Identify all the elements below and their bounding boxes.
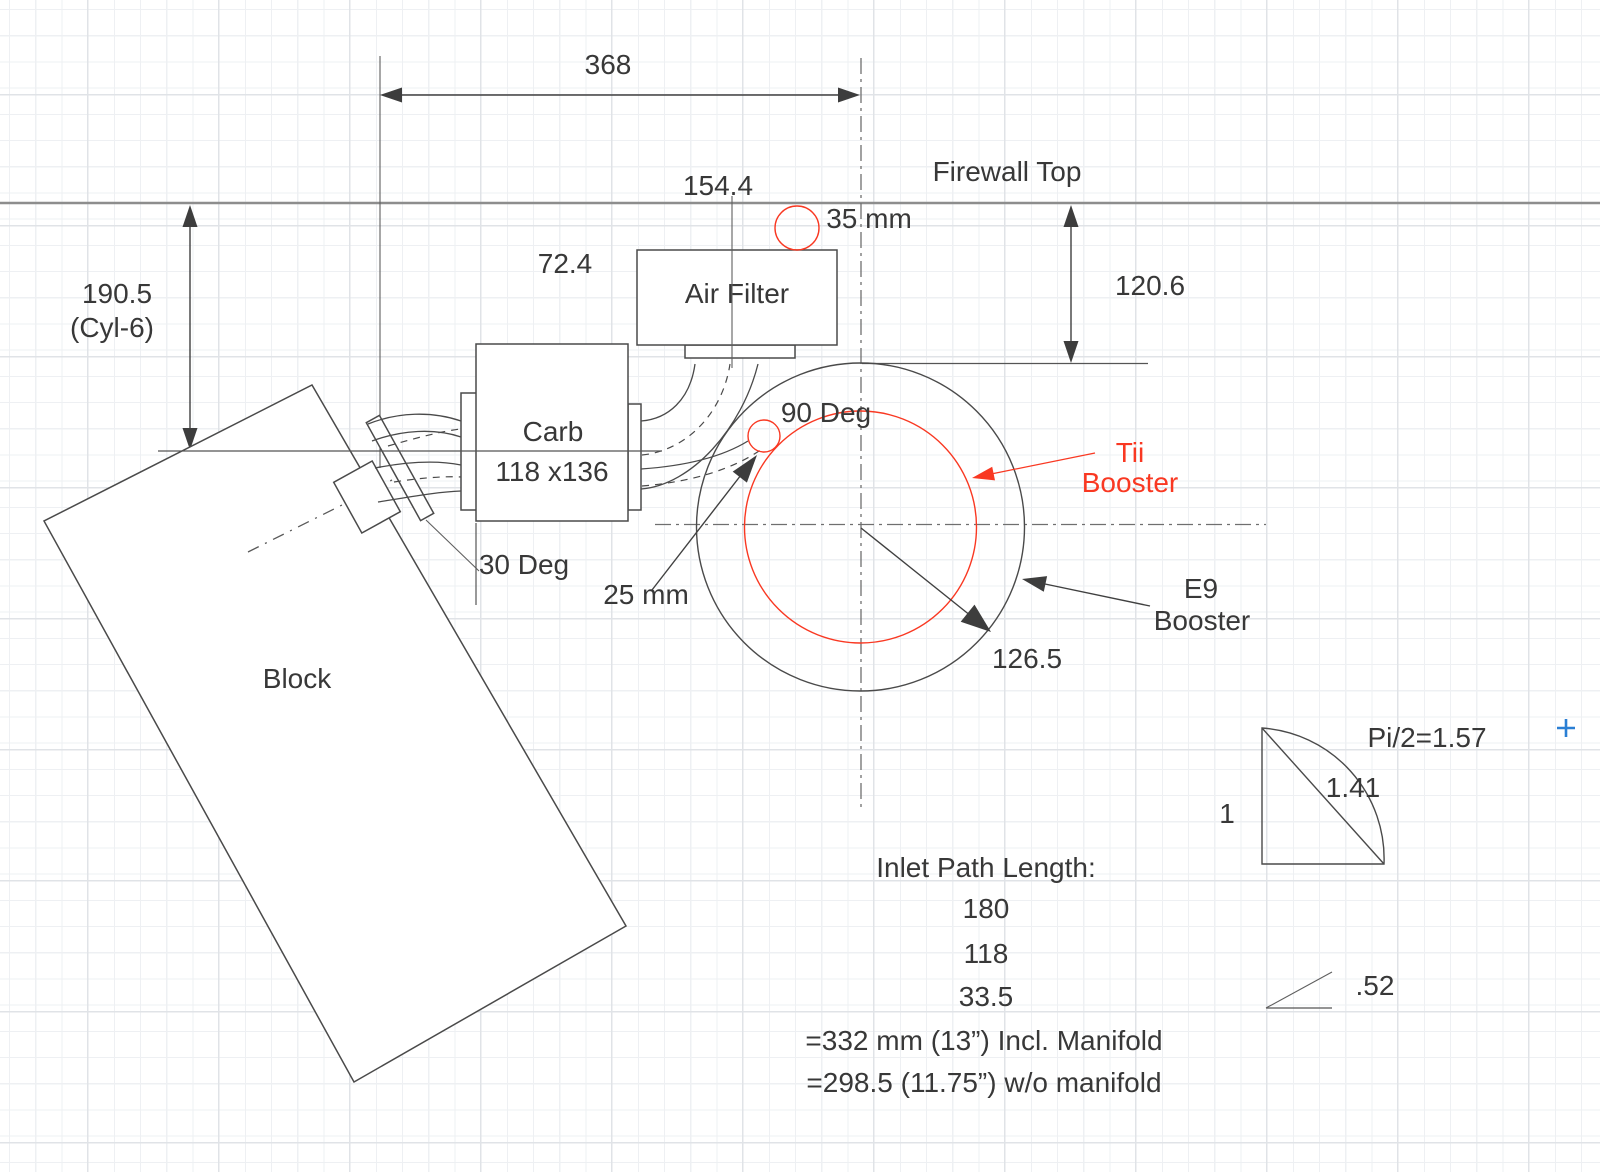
inlet-path-value-3[interactable]: 33.5 <box>959 981 1014 1012</box>
manifold-runners-left[interactable] <box>367 413 462 503</box>
block-outline[interactable] <box>42 384 628 1084</box>
dim-126-5-label[interactable]: 126.5 <box>992 643 1062 674</box>
pointer-25mm[interactable]: 25 mm <box>603 455 757 610</box>
inlet-path-notes[interactable]: Inlet Path Length: 180 118 33.5 =332 mm … <box>805 852 1162 1098</box>
arrowhead-down-icon <box>182 428 198 450</box>
runner-line <box>374 461 462 469</box>
carb-right-flange[interactable] <box>627 403 642 511</box>
dim-72-4-label[interactable]: 72.4 <box>538 248 593 279</box>
arrowhead-up-icon <box>1063 205 1079 227</box>
carburetor[interactable] <box>460 343 642 522</box>
radius-line <box>860 527 972 617</box>
angle-90-label[interactable]: 90 Deg <box>781 397 871 428</box>
dim-190-5-note[interactable]: (Cyl-6) <box>70 312 154 343</box>
arrowhead-up-icon <box>182 205 198 227</box>
runner-line <box>371 430 462 442</box>
firewall-top-label[interactable]: Firewall Top <box>933 156 1082 187</box>
elbow-centerline <box>641 448 763 487</box>
leader-line <box>651 474 742 591</box>
inlet-path-value-2[interactable]: 118 <box>964 938 1009 969</box>
circle-35mm[interactable] <box>774 205 820 251</box>
quarter-circle <box>1261 727 1385 865</box>
diagonal-label[interactable]: 1.41 <box>1326 772 1381 803</box>
elbow-centerline <box>641 363 731 456</box>
arrowhead-icon <box>960 604 991 632</box>
air-filter[interactable]: Air Filter <box>636 249 838 359</box>
bend-radius-circle[interactable] <box>747 419 781 453</box>
e9-booster-label-line1[interactable]: E9 <box>1184 573 1218 604</box>
tii-booster-callout[interactable]: Tii Booster <box>972 437 1178 498</box>
arrowhead-right-icon <box>838 87 860 103</box>
dim-35mm-label[interactable]: 35 mm <box>826 203 912 234</box>
unit-label[interactable]: 1 <box>1219 798 1235 829</box>
runner-line <box>377 490 462 503</box>
air-filter-label[interactable]: Air Filter <box>685 278 789 309</box>
elbow-line <box>640 363 696 422</box>
ratio-angle-sketch[interactable]: .52 <box>1265 970 1395 1009</box>
ratio-label[interactable]: .52 <box>1356 970 1395 1001</box>
air-filter-body[interactable] <box>636 249 838 346</box>
dim-190-5-label[interactable]: 190.5 <box>82 278 152 309</box>
tii-booster-label-line1[interactable]: Tii <box>1116 437 1145 468</box>
air-filter-neck[interactable] <box>684 344 796 359</box>
e9-booster-label-line2[interactable]: Booster <box>1154 605 1251 636</box>
dim-25mm-label[interactable]: 25 mm <box>603 579 689 610</box>
dim-368-label[interactable]: 368 <box>585 49 632 80</box>
chord-line <box>1261 727 1385 865</box>
elbow-line <box>640 363 759 490</box>
arrowhead-icon <box>1022 576 1048 592</box>
manifold-flange-plate[interactable] <box>365 414 435 522</box>
dim-154-4-label[interactable]: 154.4 <box>683 170 753 201</box>
tii-booster-label-line2[interactable]: Booster <box>1082 467 1179 498</box>
dimension-120-6[interactable]: 120.6 <box>862 205 1185 365</box>
e9-booster-callout[interactable]: E9 Booster <box>1022 573 1250 636</box>
arrowhead-left-icon <box>380 87 402 103</box>
radius-126-5[interactable]: 126.5 <box>860 527 1062 674</box>
arrowhead-icon <box>732 455 757 483</box>
inlet-path-value-1[interactable]: 180 <box>963 893 1010 924</box>
dim-120-6-label[interactable]: 120.6 <box>1115 270 1185 301</box>
arrowhead-down-icon <box>1063 341 1079 363</box>
e9-booster-circle[interactable] <box>695 362 1026 692</box>
runner-centerline <box>387 428 462 447</box>
cursor-plus-icon[interactable] <box>1557 719 1575 737</box>
leader-line <box>1044 583 1151 607</box>
tii-booster-circle[interactable] <box>743 410 978 644</box>
leader-line <box>992 452 1096 475</box>
block-label[interactable]: Block <box>263 663 332 694</box>
inlet-path-title[interactable]: Inlet Path Length: <box>876 852 1096 883</box>
carb-size-label[interactable]: 118 x136 <box>495 456 608 487</box>
elbow-runners-right[interactable] <box>640 363 763 490</box>
dimension-368[interactable]: 368 <box>379 49 860 468</box>
inlet-path-total-wo[interactable]: =298.5 (11.75”) w/o manifold <box>806 1067 1161 1098</box>
angle-reference-line <box>425 519 480 572</box>
pi-half-label[interactable]: Pi/2=1.57 <box>1367 722 1486 753</box>
dimension-190-5[interactable]: 190.5 (Cyl-6) <box>70 205 198 450</box>
runner-line <box>367 413 462 425</box>
inlet-path-total-incl[interactable]: =332 mm (13”) Incl. Manifold <box>805 1025 1162 1056</box>
elbow-line <box>640 440 749 470</box>
arrowhead-icon <box>972 466 995 481</box>
angle-line <box>1265 971 1333 1009</box>
quarter-circle-sketch[interactable]: Pi/2=1.57 1.41 1 <box>1219 722 1487 865</box>
carb-label[interactable]: Carb <box>523 416 584 447</box>
intake-port[interactable] <box>332 459 402 535</box>
carb-body[interactable] <box>475 343 629 522</box>
angle-30-label[interactable]: 30 Deg <box>479 549 569 580</box>
engine-block[interactable]: Block <box>42 384 628 1084</box>
